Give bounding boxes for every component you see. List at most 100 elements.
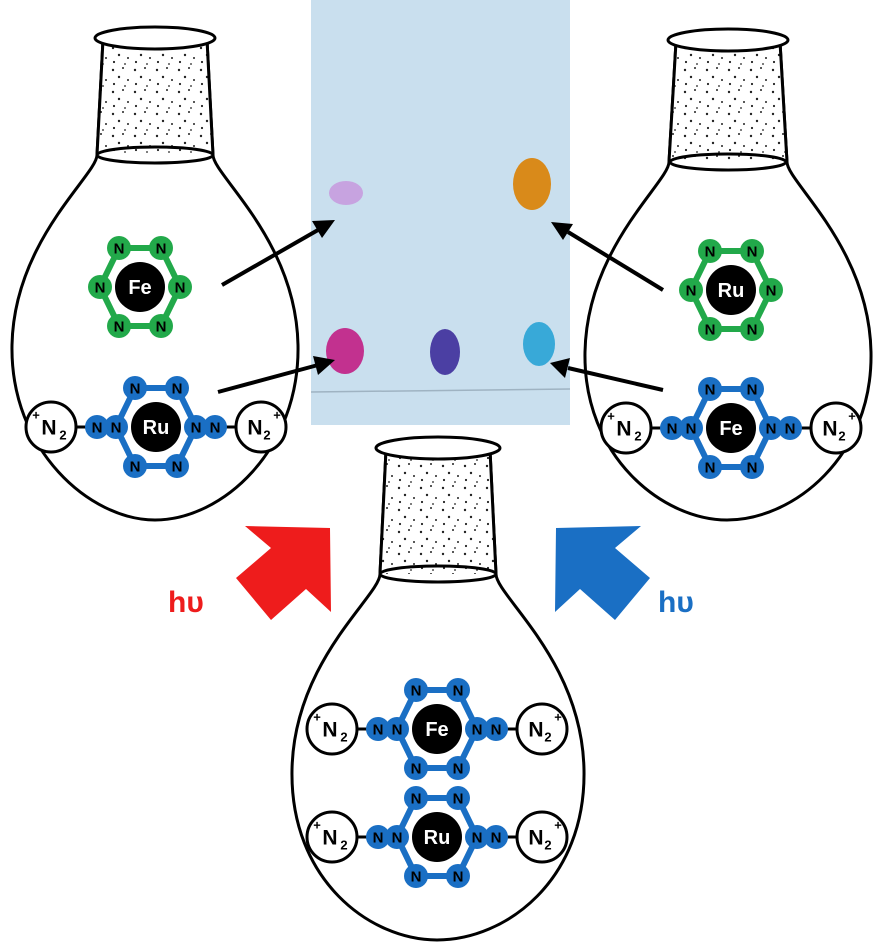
nitrogen-label: N (373, 830, 384, 847)
spot-magenta-bottom-left (326, 328, 364, 374)
nitrogen-label: N (392, 830, 403, 847)
nitrogen-atom (465, 825, 489, 849)
diazonium-charge: + (554, 818, 562, 833)
nitrogen-label: N (491, 722, 502, 739)
nitrogen-label: N (705, 382, 716, 399)
nitrogen-label: N (453, 683, 464, 700)
diazonium-charge: + (313, 710, 321, 725)
diazonium-charge: + (607, 409, 615, 424)
nitrogen-label: N (705, 460, 716, 477)
nitrogen-atom (446, 678, 470, 702)
nitrogen-atom (679, 416, 703, 440)
nitrogen-atom (149, 314, 173, 338)
metal-label: Ru (424, 827, 451, 849)
nitrogen-atom (366, 825, 390, 849)
diazonium-subscript: 2 (544, 838, 551, 853)
nitrogen-atom (404, 786, 428, 810)
nitrogen-atom (679, 278, 703, 302)
nitrogen-label: N (686, 421, 697, 438)
diazonium-charge: + (273, 408, 281, 423)
nitrogen-label: N (411, 683, 422, 700)
nitrogen-label: N (191, 420, 202, 437)
diazonium-subscript: 2 (544, 730, 551, 745)
spot-cyan-bottom-right (523, 322, 555, 366)
metal-label: Ru (143, 417, 170, 439)
nitrogen-atom (759, 278, 783, 302)
nitrogen-label: N (491, 830, 502, 847)
nitrogen-label: N (453, 869, 464, 886)
tlc-plate (310, 0, 571, 425)
nitrogen-label: N (667, 421, 678, 438)
blue-hv-label: hυ (658, 586, 694, 619)
red-hv-label: hυ (168, 586, 204, 619)
nitrogen-atom (385, 717, 409, 741)
nitrogen-atom (107, 314, 131, 338)
nitrogen-label: N (373, 722, 384, 739)
metal-label: Ru (718, 280, 745, 302)
diazonium-subscript: 2 (263, 428, 270, 443)
nitrogen-label: N (766, 421, 777, 438)
nitrogen-atom (446, 756, 470, 780)
nitrogen-label: N (785, 421, 796, 438)
diazonium-circle (305, 702, 359, 756)
nitrogen-atom (165, 376, 189, 400)
nitrogen-label: N (453, 791, 464, 808)
nitrogen-atom (366, 717, 390, 741)
nitrogen-label: N (156, 241, 167, 258)
spot-orange-top-right (513, 158, 551, 210)
nitrogen-atom (465, 717, 489, 741)
nitrogen-atom (759, 416, 783, 440)
nitrogen-label: N (705, 322, 716, 339)
nitrogen-atom (184, 415, 208, 439)
nitrogen-label: N (411, 761, 422, 778)
nitrogen-label: N (472, 722, 483, 739)
nitrogen-label: N (114, 319, 125, 336)
diazonium-circle (515, 810, 569, 864)
nitrogen-atom (404, 864, 428, 888)
nitrogen-atom (446, 864, 470, 888)
nitrogen-label: N (472, 830, 483, 847)
nitrogen-atom (165, 454, 189, 478)
nitrogen-atom (149, 236, 173, 260)
nitrogen-label: N (747, 244, 758, 261)
nitrogen-label: N (411, 791, 422, 808)
nitrogen-atom (404, 678, 428, 702)
diazonium-label: N (822, 418, 837, 441)
nitrogen-label: N (766, 283, 777, 300)
nitrogen-atom (698, 377, 722, 401)
nitrogen-atom (698, 317, 722, 341)
metal-center (131, 402, 181, 452)
nitrogen-label: N (92, 420, 103, 437)
nitrogen-atom (484, 717, 508, 741)
nitrogen-atom (107, 236, 131, 260)
nitrogen-atom (698, 239, 722, 263)
nitrogen-atom (88, 275, 112, 299)
nitrogen-label: N (747, 460, 758, 477)
metal-label: Fe (719, 418, 742, 440)
metal-center (706, 403, 756, 453)
spot-purple-bottom-center (430, 329, 460, 375)
nitrogen-atom (385, 825, 409, 849)
nitrogen-atom (123, 454, 147, 478)
nitrogen-label: N (130, 459, 141, 476)
nitrogen-atom (203, 415, 227, 439)
diazonium-subscript: 2 (838, 429, 845, 444)
diazonium-subscript: 2 (59, 428, 66, 443)
nitrogen-label: N (114, 241, 125, 258)
nitrogen-label: N (453, 761, 464, 778)
diazonium-circle (599, 401, 653, 455)
nitrogen-label: N (172, 381, 183, 398)
diazonium-subscript: 2 (634, 429, 641, 444)
metal-center (115, 262, 165, 312)
nitrogen-label: N (95, 280, 106, 297)
diazonium-charge: + (848, 409, 856, 424)
nitrogen-atom (104, 415, 128, 439)
diazonium-label: N (247, 417, 262, 440)
diazonium-circle (24, 400, 78, 454)
